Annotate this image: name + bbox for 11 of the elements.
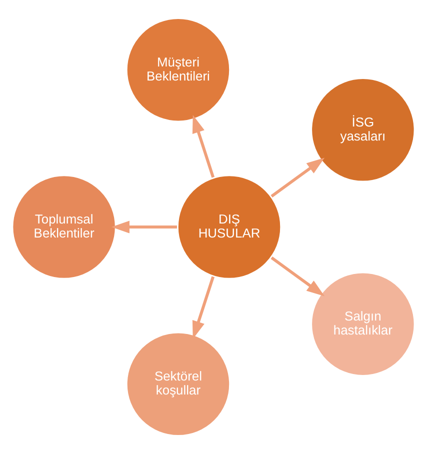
node-circle: DIŞ HUSULAR (176, 174, 282, 280)
arrow (192, 276, 215, 339)
node-circle: Toplumsal Beklentiler (11, 174, 117, 280)
arrow (270, 157, 325, 197)
arrow (111, 220, 177, 233)
node-circle: Sektörel koşullar (125, 330, 232, 436)
node-circle: Salgın hastalıklar (310, 270, 416, 376)
arrow (270, 256, 325, 296)
arrow (192, 114, 215, 178)
node-circle: İSG yasaları (310, 76, 416, 182)
node-circle: Müşteri Beklentileri (125, 16, 232, 122)
